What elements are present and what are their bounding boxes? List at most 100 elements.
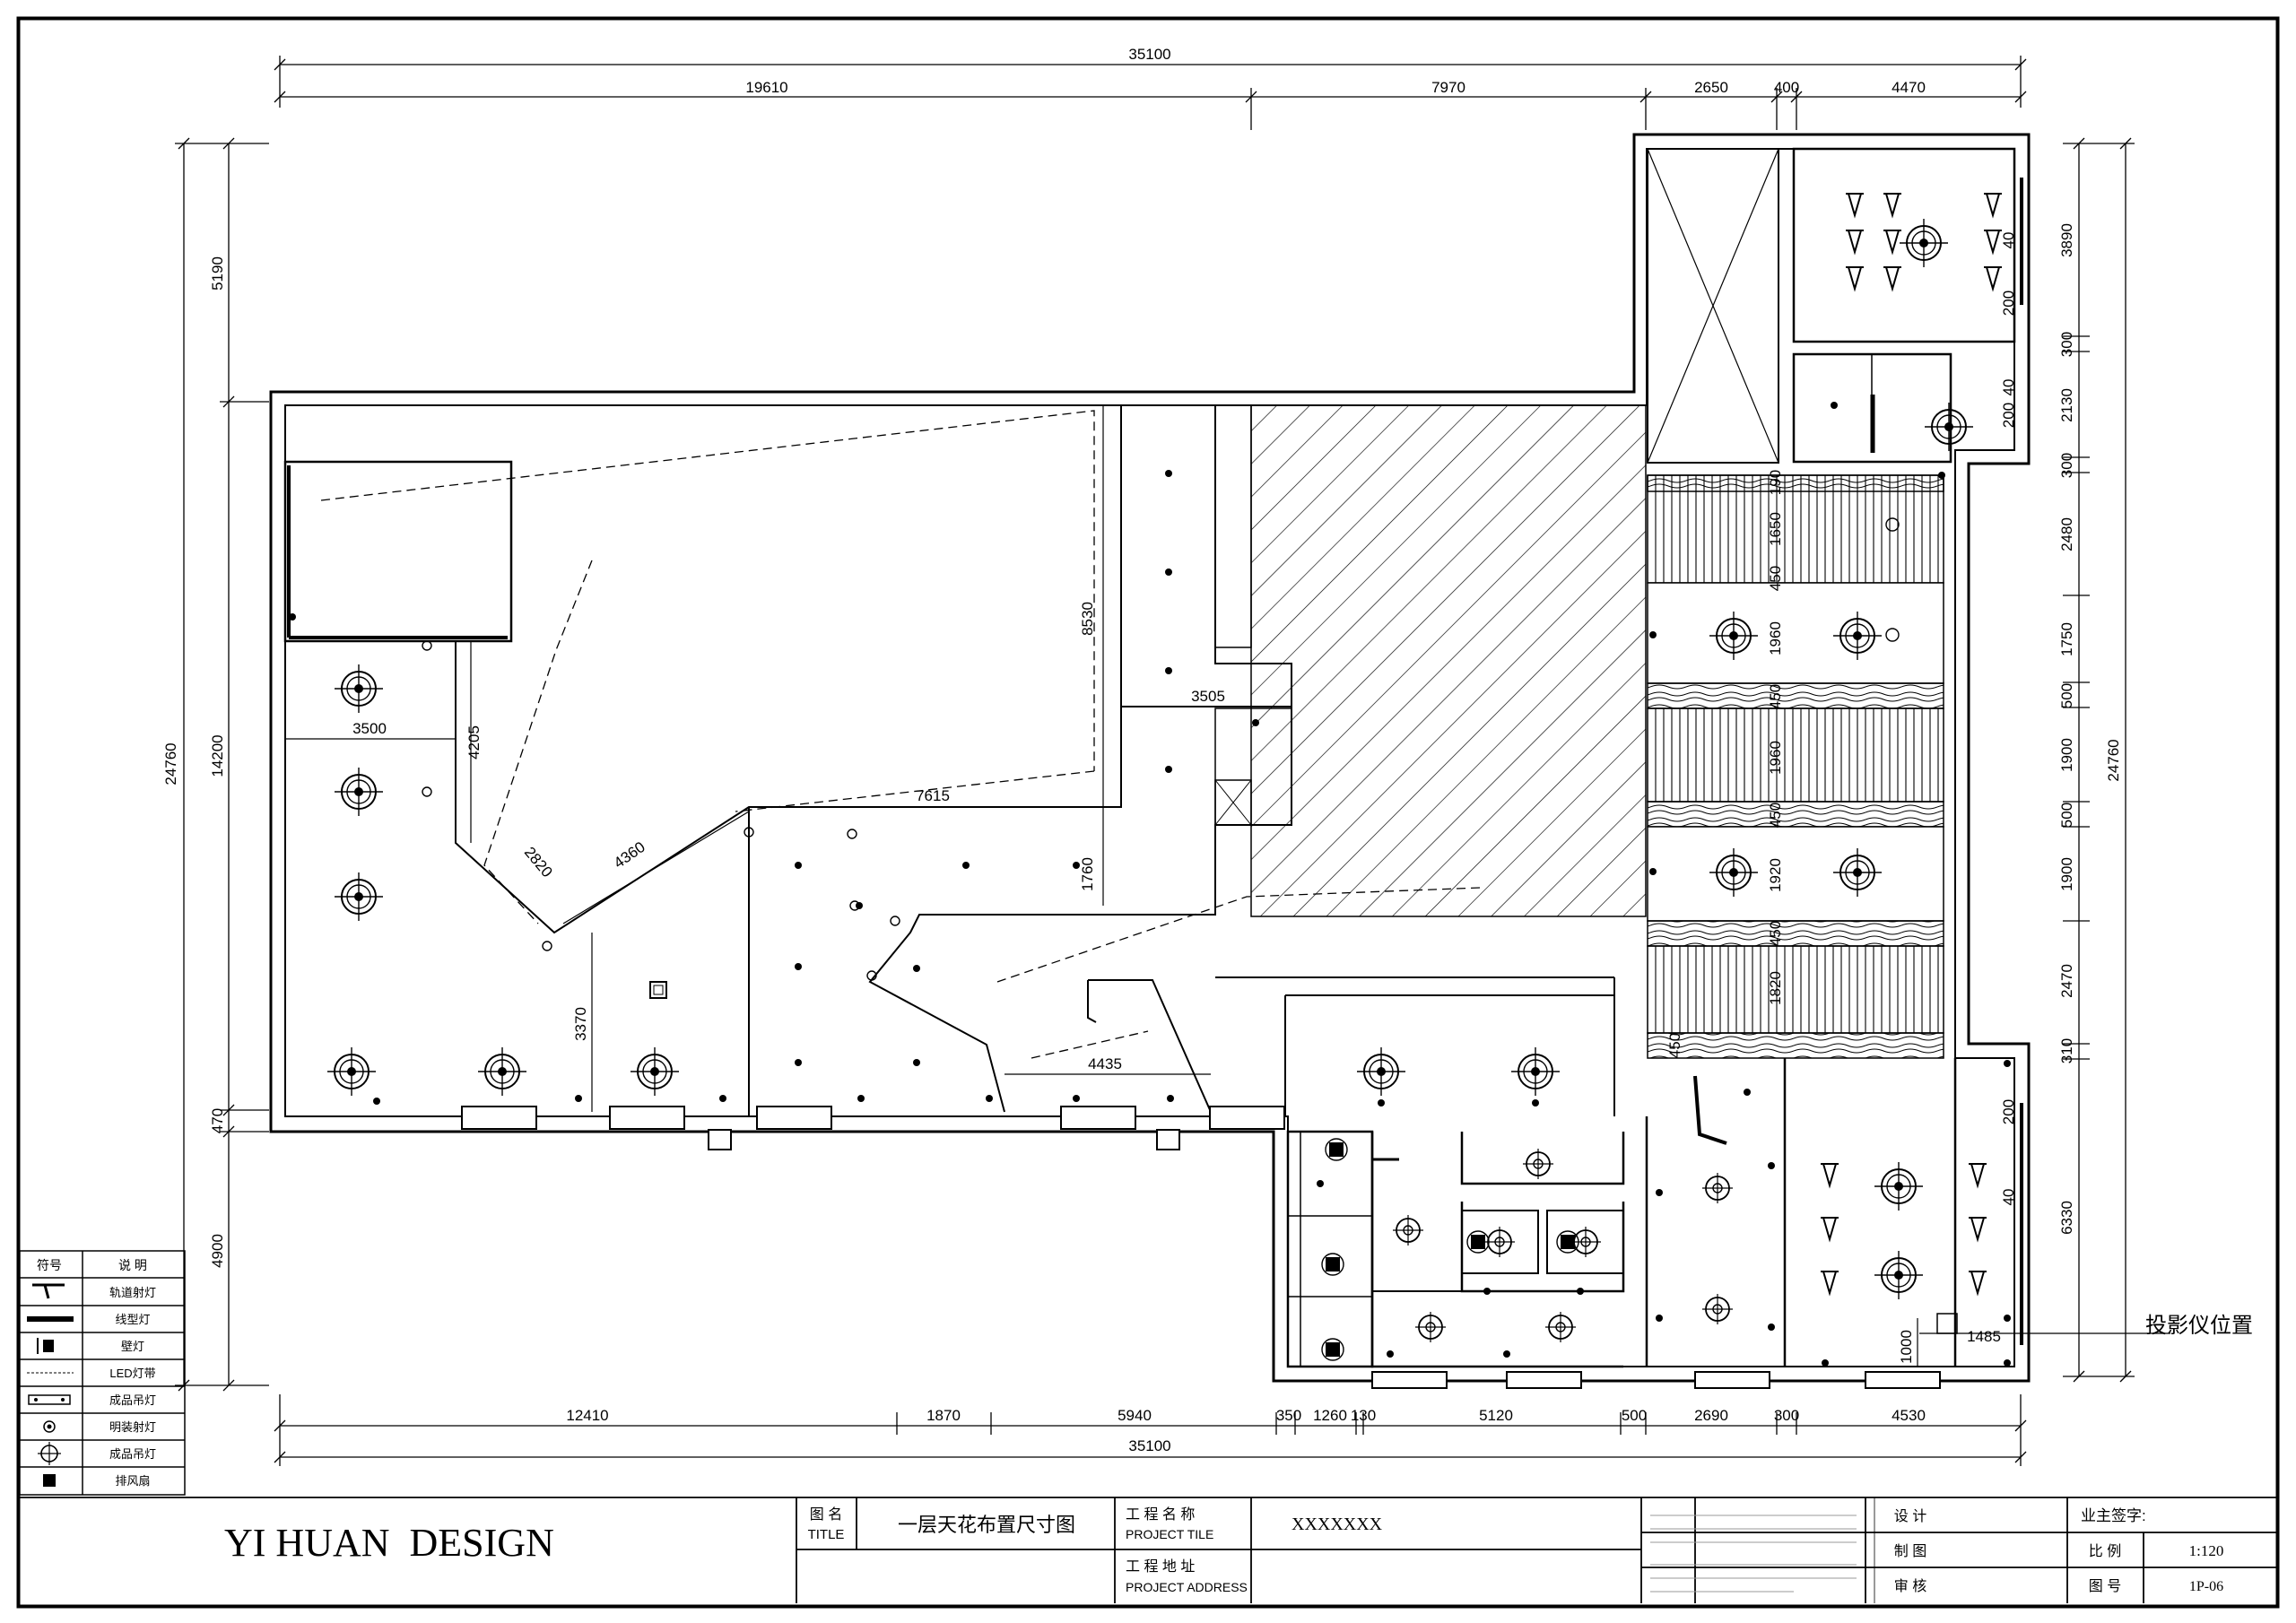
- exhaust-fan-icon: [43, 1474, 56, 1487]
- dim-bottom-seg-5: 1260: [1313, 1407, 1347, 1424]
- dim-interior-8: 1760: [1079, 857, 1096, 891]
- dim-interior-7: 3505: [1191, 688, 1225, 705]
- dim-interior-11: 1485: [1967, 1328, 2001, 1345]
- project-name-label-cn: 工 程 名 称: [1126, 1506, 1195, 1523]
- notes-placeholder: [1650, 1515, 1857, 1593]
- legend-label-5: 成品吊灯: [109, 1393, 156, 1407]
- projector-label: 投影仪位置: [2145, 1314, 2253, 1338]
- bottom-dimensions: [274, 1394, 2027, 1466]
- legend-label-8: 排风扇: [115, 1474, 150, 1488]
- dim-right-total: 24760: [2105, 739, 2122, 781]
- drawing-name: 一层天花布置尺寸图: [898, 1514, 1075, 1536]
- brand-name: YI HUAN DESIGN: [224, 1521, 554, 1565]
- design-label: 设 计: [1894, 1508, 1926, 1524]
- dim-top-seg-4: 400: [1774, 79, 1799, 96]
- dim-right-seg-13: 6330: [2058, 1201, 2075, 1235]
- dim-bottom-total: 35100: [1128, 1437, 1170, 1454]
- dim-bottom-seg-3: 5940: [1118, 1407, 1152, 1424]
- interior-dim-lines: [285, 405, 2170, 1367]
- striped-ceilings: [1647, 474, 1944, 1059]
- dim-top-seg-1: 19610: [745, 79, 787, 96]
- dim-top-seg-2: 7970: [1431, 79, 1465, 96]
- dim-bottom-seg-4: 350: [1276, 1407, 1301, 1424]
- led-strip-path: [320, 410, 1481, 1059]
- atrium-cross-b: [1647, 148, 1779, 464]
- legend-label-4: LED灯带: [109, 1367, 155, 1380]
- dim-right-seg-4: 300: [2058, 453, 2075, 478]
- legend-label-1: 轨道射灯: [109, 1286, 156, 1299]
- dim-right-seg-5: 2480: [2058, 517, 2075, 551]
- top-dimensions: [274, 56, 2027, 130]
- dim-bottom-seg-2: 1870: [926, 1407, 961, 1424]
- dim-corridor-2: 1960: [1767, 621, 1784, 655]
- dim-right-seg-2: 300: [2058, 332, 2075, 357]
- drawing-no-value: 1P-06: [2189, 1579, 2223, 1594]
- drawing-no-label: 图 号: [2089, 1578, 2121, 1594]
- review-label: 审 核: [1894, 1578, 1926, 1594]
- outer-wall: [269, 133, 2031, 1383]
- dim-corridor-8: 450: [1767, 684, 1784, 709]
- inner-frame: [19, 19, 2277, 1606]
- drafting-label: 制 图: [1894, 1543, 1926, 1559]
- dim-right-seg-10: 1900: [2058, 857, 2075, 891]
- legend-label-7: 成品吊灯: [109, 1447, 156, 1461]
- hollow-lights: [422, 517, 1900, 981]
- title-block: [20, 1497, 2276, 1603]
- atrium-void: [1647, 148, 1779, 464]
- owner-sign-label: 业主签字:: [2081, 1507, 2146, 1524]
- dim-interior-1: 3500: [352, 720, 387, 737]
- dim-left-seg-4: 4900: [209, 1234, 226, 1268]
- linear-light-icon: [27, 1316, 74, 1322]
- dim-bottom-seg-7: 5120: [1479, 1407, 1513, 1424]
- dim-interior-5: 7615: [916, 787, 950, 804]
- project-name: XXXXXXX: [1292, 1515, 1383, 1534]
- legend-header-desc: 说 明: [118, 1258, 147, 1272]
- dim-bottom-seg-6: 130: [1351, 1407, 1376, 1424]
- right-dimensions: [2063, 137, 2135, 1383]
- dim-right-seg-9: 500: [2058, 803, 2075, 828]
- legend-table: [19, 1250, 186, 1496]
- dim-right-seg-3: 2130: [2058, 388, 2075, 422]
- project-address-label-cn: 工 程 地 址: [1126, 1558, 1195, 1575]
- dim-bottom-seg-11: 4530: [1892, 1407, 1926, 1424]
- dim-room-4: 200: [2000, 403, 2017, 428]
- pendant-lamp-icon: [38, 1442, 61, 1465]
- dim-left-seg-3: 470: [209, 1108, 226, 1133]
- dim-top-total: 35100: [1128, 46, 1170, 63]
- scale-value: 1:120: [2189, 1542, 2224, 1559]
- dim-right-seg-6: 1750: [2058, 622, 2075, 656]
- ceiling-fixture: [649, 981, 667, 999]
- dim-bottom-seg-10: 300: [1774, 1407, 1799, 1424]
- dim-interior-12: 1000: [1898, 1330, 1915, 1364]
- dim-left-seg-2: 14200: [209, 734, 226, 777]
- dim-room-3: 40: [2000, 379, 2017, 396]
- dim-top-seg-5: 4470: [1892, 79, 1926, 96]
- legend-label-6: 明装射灯: [109, 1420, 156, 1434]
- outer-frame: [16, 16, 2280, 1609]
- dim-right-seg-12: 310: [2058, 1038, 2075, 1063]
- dim-right-seg-8: 1900: [2058, 738, 2075, 772]
- dim-corridor-6: 190: [1767, 470, 1784, 495]
- wall-lamp-icon: [37, 1338, 54, 1354]
- bottom-right-rooms: [1286, 1058, 1787, 1368]
- exhaust-fans: [1321, 1138, 1579, 1361]
- dim-interior-3: 2820: [521, 844, 556, 881]
- dim-room-6: 200: [2000, 1099, 2017, 1124]
- dim-corridor-3: 1960: [1767, 741, 1784, 775]
- dim-interior-2: 4205: [465, 725, 483, 759]
- scale-label: 比 例: [2089, 1543, 2121, 1559]
- dim-corridor-1: 1650: [1767, 512, 1784, 546]
- dim-corridor-4: 1920: [1767, 858, 1784, 892]
- dim-interior-10: 4435: [1088, 1055, 1122, 1072]
- hatched-open-area: [1250, 404, 1647, 917]
- dim-room-5: 40: [2000, 1189, 2017, 1206]
- projector-box: [1936, 1313, 1958, 1334]
- dim-left-total: 24760: [162, 742, 179, 785]
- dim-right-seg-11: 2470: [2058, 964, 2075, 998]
- dim-bottom-seg-9: 2690: [1694, 1407, 1728, 1424]
- windows: [461, 1106, 1941, 1389]
- dim-left-seg-1: 5190: [209, 256, 226, 291]
- track-spotlight-icon: [32, 1283, 65, 1299]
- legend-label-3: 壁灯: [121, 1340, 144, 1353]
